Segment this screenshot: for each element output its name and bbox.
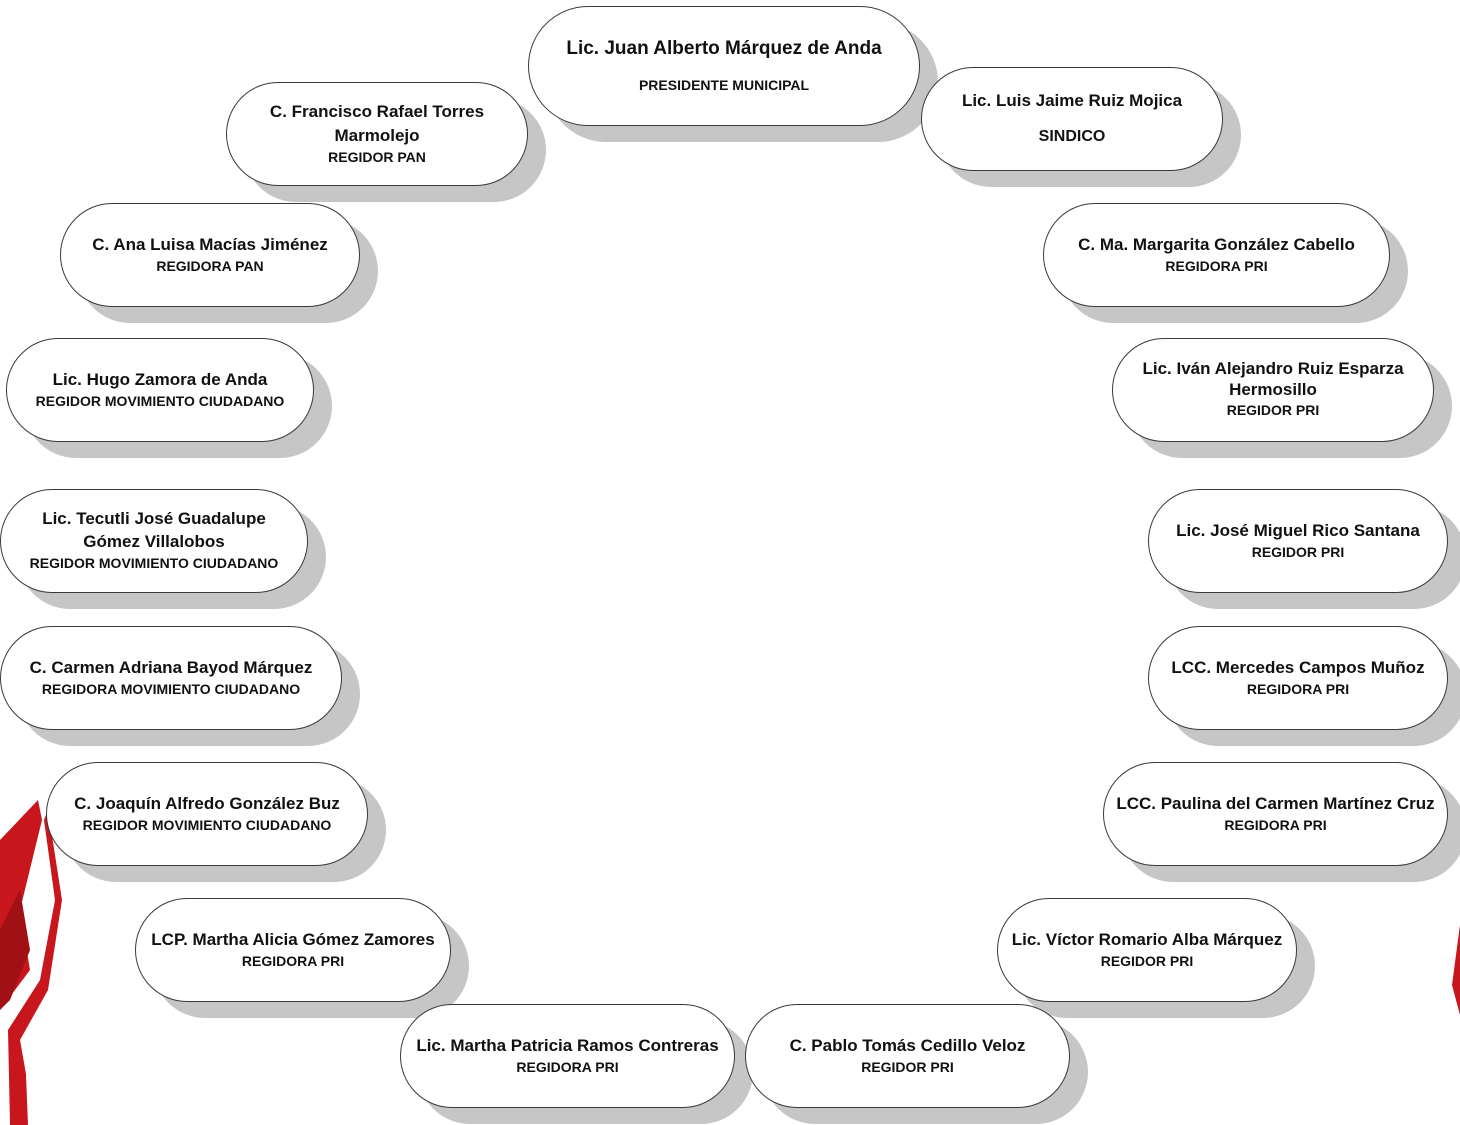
- card-body: Lic. Luis Jaime Ruiz Mojica SINDICO: [921, 67, 1223, 171]
- member-card-regidor: Lic. José Miguel Rico Santana REGIDOR PR…: [1148, 489, 1460, 609]
- member-role: REGIDORA PRI: [241, 953, 345, 970]
- member-role: REGIDORA PRI: [1246, 681, 1350, 698]
- card-body: C. Francisco Rafael Torres Marmolejo REG…: [226, 82, 528, 186]
- member-card-regidora: Lic. Martha Patricia Ramos Contreras REG…: [400, 1004, 753, 1124]
- member-role: REGIDOR MOVIMIENTO CIUDADANO: [29, 555, 279, 572]
- member-role: PRESIDENTE MUNICIPAL: [638, 76, 810, 93]
- member-role: REGIDORA MOVIMIENTO CIUDADANO: [41, 681, 301, 698]
- member-name: Lic. Iván Alejandro Ruiz Esparza Hermosi…: [1142, 359, 1404, 399]
- card-body: C. Carmen Adriana Bayod Márquez REGIDORA…: [0, 626, 342, 730]
- member-card-sindico: Lic. Luis Jaime Ruiz Mojica SINDICO: [921, 67, 1241, 187]
- member-name: Lic. Martha Patricia Ramos Contreras: [416, 1035, 719, 1055]
- member-card-regidora: C. Carmen Adriana Bayod Márquez REGIDORA…: [0, 626, 360, 746]
- card-body: Lic. Iván Alejandro Ruiz Esparza Hermosi…: [1112, 338, 1434, 442]
- card-body: Lic. Juan Alberto Márquez de Anda PRESID…: [528, 6, 920, 126]
- card-body: Lic. Víctor Romario Alba Márquez REGIDOR…: [997, 898, 1297, 1002]
- member-name: Lic. Tecutli José Guadalupe Gómez Villal…: [42, 508, 266, 551]
- card-body: Lic. Tecutli José Guadalupe Gómez Villal…: [0, 489, 308, 593]
- card-body: C. Joaquín Alfredo González Buz REGIDOR …: [46, 762, 368, 866]
- member-name: Lic. Juan Alberto Márquez de Anda: [566, 38, 882, 60]
- card-body: C. Ma. Margarita González Cabello REGIDO…: [1043, 203, 1390, 307]
- member-card-regidor: C. Pablo Tomás Cedillo Veloz REGIDOR PRI: [745, 1004, 1088, 1124]
- member-role: REGIDORA PRI: [1165, 258, 1268, 275]
- member-role: REGIDORA PRI: [1224, 817, 1327, 834]
- card-body: C. Pablo Tomás Cedillo Veloz REGIDOR PRI: [745, 1004, 1070, 1108]
- member-card-regidora: LCC. Paulina del Carmen Martínez Cruz RE…: [1103, 762, 1460, 882]
- member-role: REGIDOR MOVIMIENTO CIUDADANO: [82, 817, 332, 834]
- member-card-regidor: Lic. Hugo Zamora de Anda REGIDOR MOVIMIE…: [6, 338, 332, 458]
- member-card-regidor: C. Francisco Rafael Torres Marmolejo REG…: [226, 82, 546, 202]
- decorative-ribbon: [0, 800, 72, 1125]
- member-role: REGIDORA PAN: [156, 258, 264, 275]
- member-name: C. Francisco Rafael Torres Marmolejo: [269, 101, 485, 145]
- member-role: REGIDORA PRI: [516, 1059, 619, 1076]
- member-name: C. Pablo Tomás Cedillo Veloz: [789, 1035, 1026, 1055]
- member-role: REGIDOR PAN: [328, 149, 426, 166]
- member-name: C. Ma. Margarita González Cabello: [1078, 234, 1355, 254]
- member-card-regidor: C. Joaquín Alfredo González Buz REGIDOR …: [46, 762, 386, 882]
- card-body: Lic. José Miguel Rico Santana REGIDOR PR…: [1148, 489, 1448, 593]
- member-card-regidora: C. Ana Luisa Macías Jiménez REGIDORA PAN: [60, 203, 378, 323]
- member-name: C. Ana Luisa Macías Jiménez: [92, 234, 328, 254]
- member-card-regidora: LCP. Martha Alicia Gómez Zamores REGIDOR…: [135, 898, 469, 1018]
- member-card-regidor: Lic. Tecutli José Guadalupe Gómez Villal…: [0, 489, 326, 609]
- member-role: REGIDOR PRI: [1226, 401, 1320, 418]
- member-card-regidor: Lic. Víctor Romario Alba Márquez REGIDOR…: [997, 898, 1315, 1018]
- member-card-presidente: Lic. Juan Alberto Márquez de Anda PRESID…: [528, 6, 938, 142]
- card-body: Lic. Martha Patricia Ramos Contreras REG…: [400, 1004, 735, 1108]
- card-body: Lic. Hugo Zamora de Anda REGIDOR MOVIMIE…: [6, 338, 314, 442]
- member-role: REGIDOR PRI: [1100, 953, 1194, 970]
- member-name: Lic. Hugo Zamora de Anda: [52, 369, 268, 389]
- member-role: REGIDOR PRI: [1251, 544, 1345, 561]
- member-name: Lic. José Miguel Rico Santana: [1176, 520, 1420, 540]
- member-role: REGIDOR PRI: [861, 1059, 954, 1076]
- member-name: LCC. Paulina del Carmen Martínez Cruz: [1116, 793, 1435, 813]
- member-card-regidora: LCC. Mercedes Campos Muñoz REGIDORA PRI: [1148, 626, 1460, 746]
- member-role: SINDICO: [1038, 127, 1106, 145]
- card-body: C. Ana Luisa Macías Jiménez REGIDORA PAN: [60, 203, 360, 307]
- member-name: LCC. Mercedes Campos Muñoz: [1171, 657, 1425, 677]
- card-body: LCP. Martha Alicia Gómez Zamores REGIDOR…: [135, 898, 451, 1002]
- member-card-regidor: Lic. Iván Alejandro Ruiz Esparza Hermosi…: [1112, 338, 1452, 458]
- card-body: LCC. Mercedes Campos Muñoz REGIDORA PRI: [1148, 626, 1448, 730]
- decorative-ribbon-right: [1452, 925, 1460, 1015]
- member-name: C. Carmen Adriana Bayod Márquez: [29, 657, 313, 677]
- member-name: Lic. Luis Jaime Ruiz Mojica: [961, 91, 1183, 111]
- card-body: LCC. Paulina del Carmen Martínez Cruz RE…: [1103, 762, 1448, 866]
- member-name: Lic. Víctor Romario Alba Márquez: [1011, 929, 1283, 949]
- member-role: REGIDOR MOVIMIENTO CIUDADANO: [35, 393, 285, 410]
- member-card-regidora: C. Ma. Margarita González Cabello REGIDO…: [1043, 203, 1408, 323]
- member-name: LCP. Martha Alicia Gómez Zamores: [151, 929, 435, 949]
- member-name: C. Joaquín Alfredo González Buz: [74, 793, 340, 813]
